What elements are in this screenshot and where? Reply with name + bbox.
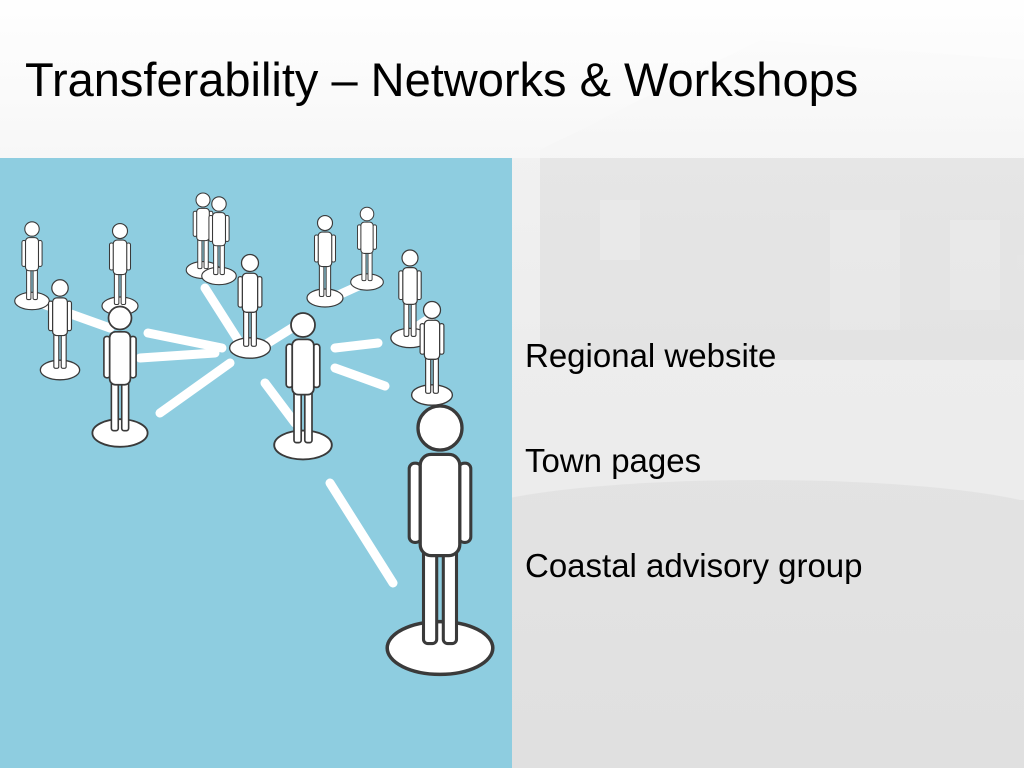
link [143,328,227,353]
person [228,253,272,359]
network-people-image [0,158,512,768]
link [260,378,300,428]
person [39,279,81,381]
person [350,206,384,291]
person [306,214,344,308]
people [14,192,495,677]
link [155,358,235,418]
link [330,363,390,391]
slide-title: Transferability – Networks & Workshops [25,53,859,106]
link [200,283,245,348]
bullet-item: Coastal advisory group [525,547,863,584]
network-illustration [14,192,495,677]
network-links [35,278,435,588]
person [410,300,454,406]
bullet-list: Regional website Town pages Coastal advi… [525,336,863,651]
bullet-item: Town pages [525,442,702,479]
person [385,404,495,677]
link [135,348,220,363]
title-band [0,0,1024,158]
link [325,478,398,588]
bullet-item: Regional website [525,337,777,374]
link [410,313,435,333]
person [14,221,50,311]
link [330,338,383,353]
person [101,222,139,316]
